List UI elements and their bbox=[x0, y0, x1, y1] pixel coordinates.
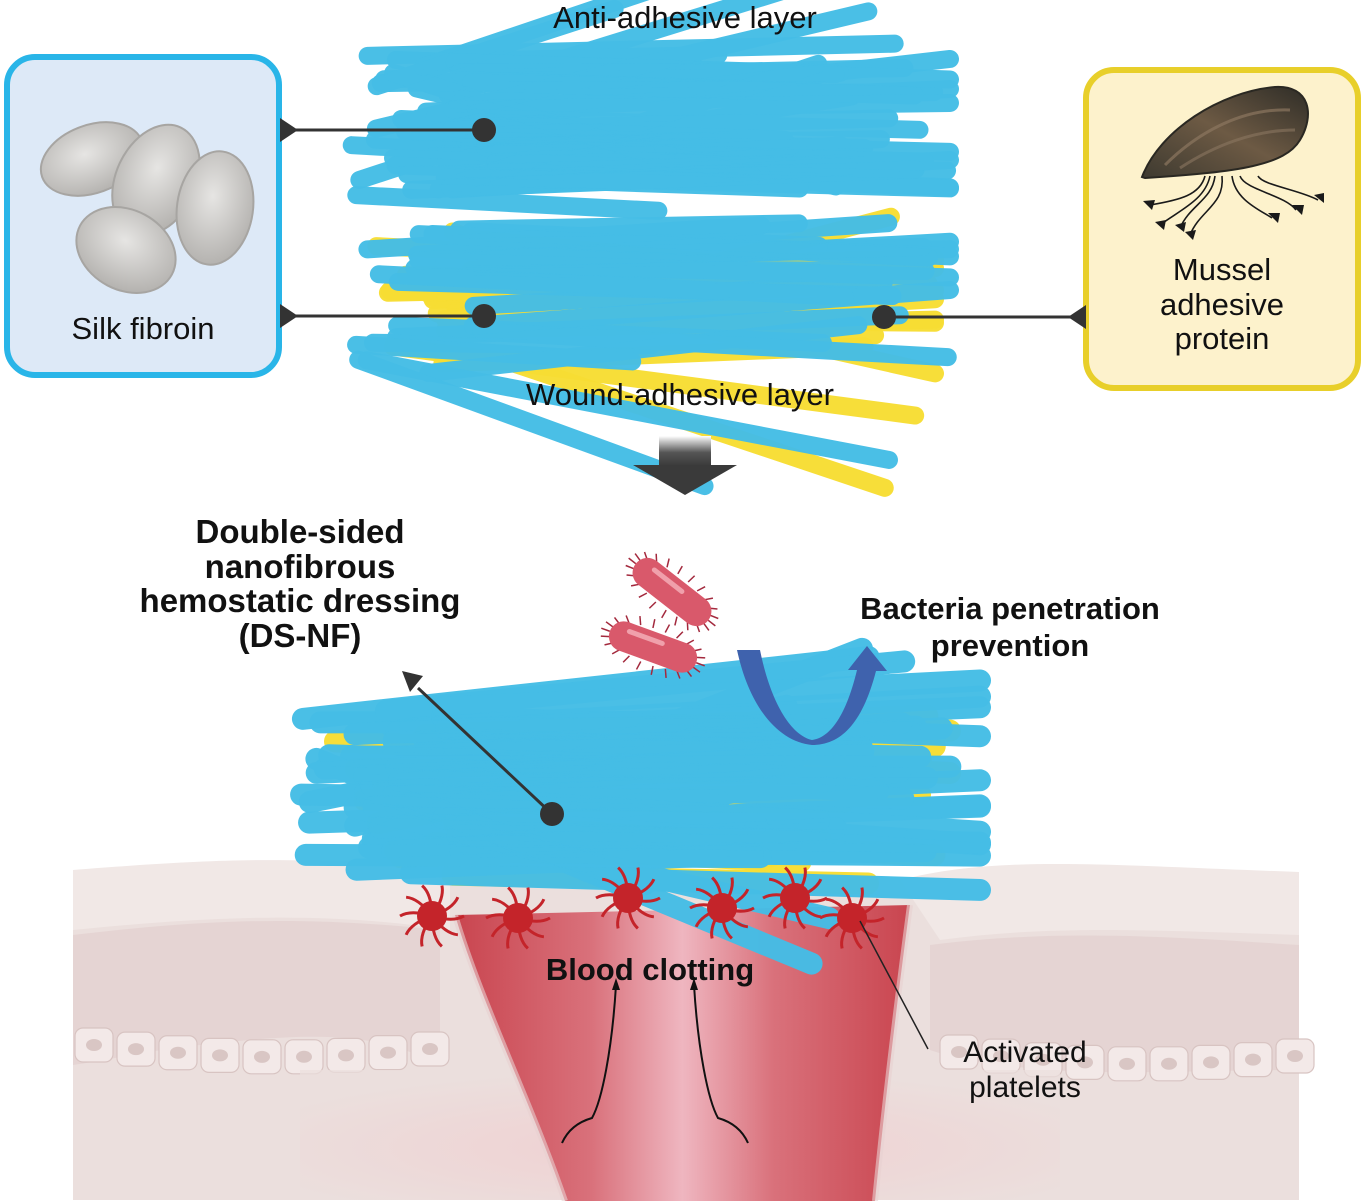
silk-to-bottom-layer-pointer bbox=[280, 304, 496, 328]
dressing-label-line-3: hemostatic dressing bbox=[139, 582, 461, 620]
anti-adhesive-layer-label: Anti-adhesive layer bbox=[553, 0, 817, 35]
down-arrow-icon bbox=[633, 436, 737, 495]
silk-cocoons-icon bbox=[39, 121, 255, 294]
platelets-label-line-2: platelets bbox=[969, 1070, 1081, 1104]
blood-flow-arrows bbox=[561, 978, 749, 1144]
platelet-icon bbox=[595, 866, 661, 930]
dressing-label-line-4: (DS-NF) bbox=[238, 616, 362, 654]
wound-adhesive-layer-label: Wound-adhesive layer bbox=[526, 377, 834, 412]
activated-platelets-label: Activated platelets bbox=[925, 1036, 1125, 1105]
dressing-silk-fibers bbox=[290, 637, 991, 975]
fiber bbox=[409, 237, 932, 270]
mussel-icon bbox=[1140, 85, 1324, 240]
silk-fibroin-box bbox=[4, 54, 282, 378]
fiber bbox=[462, 73, 924, 105]
fiber bbox=[369, 265, 855, 306]
activated-platelets-group bbox=[399, 866, 885, 950]
fiber bbox=[486, 136, 851, 172]
dressing-label-line-2: nanofibrous bbox=[204, 547, 396, 585]
bacteria-icon bbox=[600, 551, 719, 679]
fiber bbox=[472, 322, 957, 367]
bacteria-label-line-2: prevention bbox=[930, 628, 1090, 664]
fiber bbox=[440, 160, 925, 197]
fiber bbox=[357, 351, 898, 469]
fiber bbox=[294, 843, 772, 869]
blood-clotting-label: Blood clotting bbox=[545, 952, 755, 987]
silk-to-top-layer-pointer bbox=[280, 118, 496, 142]
platelets-label-line-1: Activated bbox=[963, 1036, 1087, 1069]
fiber bbox=[442, 119, 794, 149]
fiber bbox=[446, 824, 991, 854]
platelet-icon bbox=[689, 876, 755, 940]
epidermis-cells-right bbox=[939, 1034, 1315, 1082]
mussel-label-line-3: protein bbox=[1174, 321, 1270, 357]
fiber bbox=[443, 93, 959, 119]
mussel-to-bottom-layer-pointer bbox=[872, 305, 1086, 329]
fiber bbox=[343, 696, 991, 746]
fiber bbox=[380, 717, 953, 769]
fiber bbox=[367, 0, 624, 96]
anti-adhesive-layer-mat bbox=[342, 0, 959, 220]
fiber bbox=[347, 186, 668, 220]
fiber bbox=[431, 807, 768, 835]
wound-adhesive-layer-mat bbox=[347, 207, 959, 497]
platelets-label-pointer bbox=[859, 920, 929, 1050]
bacterium bbox=[632, 557, 712, 627]
deflection-arrow-icon bbox=[737, 646, 887, 745]
wound-blood-channel bbox=[455, 905, 910, 1201]
bacteria-label-line-1: Bacteria penetration bbox=[860, 591, 1160, 626]
epidermis-cells-left bbox=[74, 1027, 450, 1075]
mussel-protein-box bbox=[1083, 67, 1361, 391]
fiber bbox=[431, 669, 991, 719]
platelet-icon bbox=[762, 866, 828, 930]
platelet-icon bbox=[819, 886, 885, 950]
mussel-label-line-2: adhesive bbox=[1159, 286, 1285, 322]
dressing-label-line-1: Double-sided bbox=[195, 513, 405, 550]
dressing-label-pointer bbox=[402, 671, 564, 826]
mussel-protein-label: Mussel adhesive protein bbox=[1094, 252, 1350, 357]
platelet-icon bbox=[399, 884, 465, 948]
mussel-label-line-1: Mussel bbox=[1172, 252, 1272, 287]
fiber bbox=[445, 53, 845, 84]
silk-fibroin-label: Silk fibroin bbox=[71, 311, 215, 346]
bacteria-prevention-label: Bacteria penetration prevention bbox=[820, 590, 1200, 664]
platelet-icon bbox=[485, 886, 551, 950]
fiber bbox=[387, 769, 915, 810]
dressing-title-label: Double-sided nanofibrous hemostatic dres… bbox=[80, 513, 520, 654]
